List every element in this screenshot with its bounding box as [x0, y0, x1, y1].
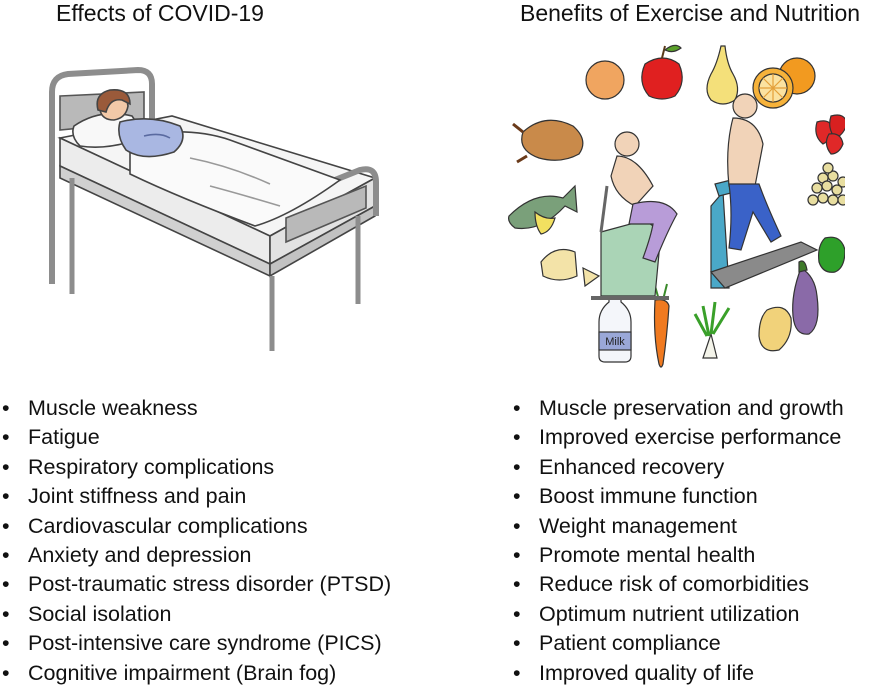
pepper-icon — [818, 236, 845, 273]
cyclist-icon — [610, 131, 678, 263]
benefit-text: Reduce risk of comorbidities — [539, 572, 810, 597]
bullet: • — [2, 513, 10, 538]
effect-text: Post-intensive care syndrome (PICS) — [28, 631, 382, 656]
milk-bottle-icon — [598, 291, 632, 363]
carrot-icon — [653, 299, 670, 368]
effect-item: • Cognitive impairment (Brain fog) — [2, 659, 391, 688]
bullet: • — [513, 513, 521, 538]
bullet: • — [2, 484, 10, 509]
effect-text: Fatigue — [28, 425, 100, 450]
benefit-text: Promote mental health — [539, 543, 756, 568]
leek-icon — [702, 331, 718, 359]
effect-text: Respiratory complications — [28, 454, 275, 479]
effect-item: • Respiratory complications — [2, 453, 391, 482]
bullet: • — [513, 396, 521, 420]
benefit-text: Boost immune function — [539, 484, 758, 509]
benefit-text: Patient compliance — [539, 631, 721, 656]
effects-list: • Muscle weakness • Fatigue • Respiratory c… — [2, 394, 391, 688]
bullet: • — [2, 425, 10, 450]
bullet: • — [513, 484, 521, 509]
benefit-text: Improved exercise performance — [539, 425, 842, 450]
cheese-icon — [540, 249, 578, 281]
effect-item: • Cardiovascular complications — [2, 512, 391, 541]
effect-text: Muscle weakness — [28, 396, 198, 420]
chicken-icon — [521, 119, 584, 161]
bullet: • — [513, 631, 521, 656]
bullet: • — [2, 660, 10, 685]
peach-icon — [585, 60, 625, 100]
effect-item: • Fatigue — [2, 423, 391, 452]
bullet: • — [2, 631, 10, 656]
effects-title: Effects of COVID-19 — [56, 0, 264, 26]
benefits-list: • Muscle preservation and growth • Improve… — [513, 394, 844, 688]
treadmill-icon — [709, 179, 819, 289]
bullet: • — [2, 572, 10, 597]
effect-item: • Social isolation — [2, 600, 391, 629]
benefit-item: • Patient compliance — [513, 629, 844, 658]
bullet: • — [2, 396, 10, 420]
benefit-text: Muscle preservation and growth — [539, 396, 844, 420]
benefit-text: Weight management — [539, 513, 737, 538]
benefit-item: • Optimum nutrient utilization — [513, 600, 844, 629]
benefit-text: Enhanced recovery — [539, 454, 725, 479]
chickpea-icon — [807, 162, 845, 206]
bullet: • — [513, 454, 521, 479]
effect-item: • Post-traumatic stress disorder (PTSD) — [2, 570, 391, 599]
benefit-item: • Boost immune function — [513, 482, 844, 511]
bullet: • — [2, 454, 10, 479]
benefit-item: • Weight management — [513, 512, 844, 541]
benefit-item: • Reduce risk of comorbidities — [513, 570, 844, 599]
pear-icon — [706, 45, 739, 105]
milk-label: Milk — [605, 336, 625, 348]
hospital-bed-illustration — [49, 66, 379, 351]
bullet: • — [513, 601, 521, 626]
effect-item: • Muscle weakness — [2, 394, 391, 423]
effect-text: Social isolation — [28, 601, 172, 626]
bullet: • — [2, 543, 10, 568]
effect-text: Cardiovascular complications — [28, 513, 308, 538]
effect-item: • Joint stiffness and pain — [2, 482, 391, 511]
runner-icon — [727, 93, 782, 251]
bullet: • — [513, 572, 521, 597]
potato-icon — [758, 306, 792, 352]
benefit-item: • Improved quality of life — [513, 659, 844, 688]
apple-icon — [641, 57, 683, 100]
exercise-bike-icon — [591, 185, 669, 300]
effect-text: Anxiety and depression — [28, 543, 252, 568]
benefit-text: Optimum nutrient utilization — [539, 601, 800, 626]
bullet: • — [2, 601, 10, 626]
benefit-text: Improved quality of life — [539, 660, 755, 685]
bullet: • — [513, 543, 521, 568]
eggplant-icon — [792, 267, 819, 335]
bullet: • — [513, 660, 521, 685]
benefit-item: • Promote mental health — [513, 541, 844, 570]
benefits-title: Benefits of Exercise and Nutrition — [520, 0, 861, 26]
bullet: • — [513, 425, 521, 450]
effect-item: • Post-intensive care syndrome (PICS) — [2, 629, 391, 658]
effect-text: Post-traumatic stress disorder (PTSD) — [28, 572, 392, 597]
benefit-item: • Improved exercise performance — [513, 423, 844, 452]
benefit-item: • Muscle preservation and growth — [513, 394, 844, 423]
effect-item: • Anxiety and depression — [2, 541, 391, 570]
effect-text: Joint stiffness and pain — [28, 484, 247, 509]
effect-text: Cognitive impairment (Brain fog) — [28, 660, 337, 685]
exercise-nutrition-illustration: Milk — [508, 44, 845, 368]
benefit-item: • Enhanced recovery — [513, 453, 844, 482]
